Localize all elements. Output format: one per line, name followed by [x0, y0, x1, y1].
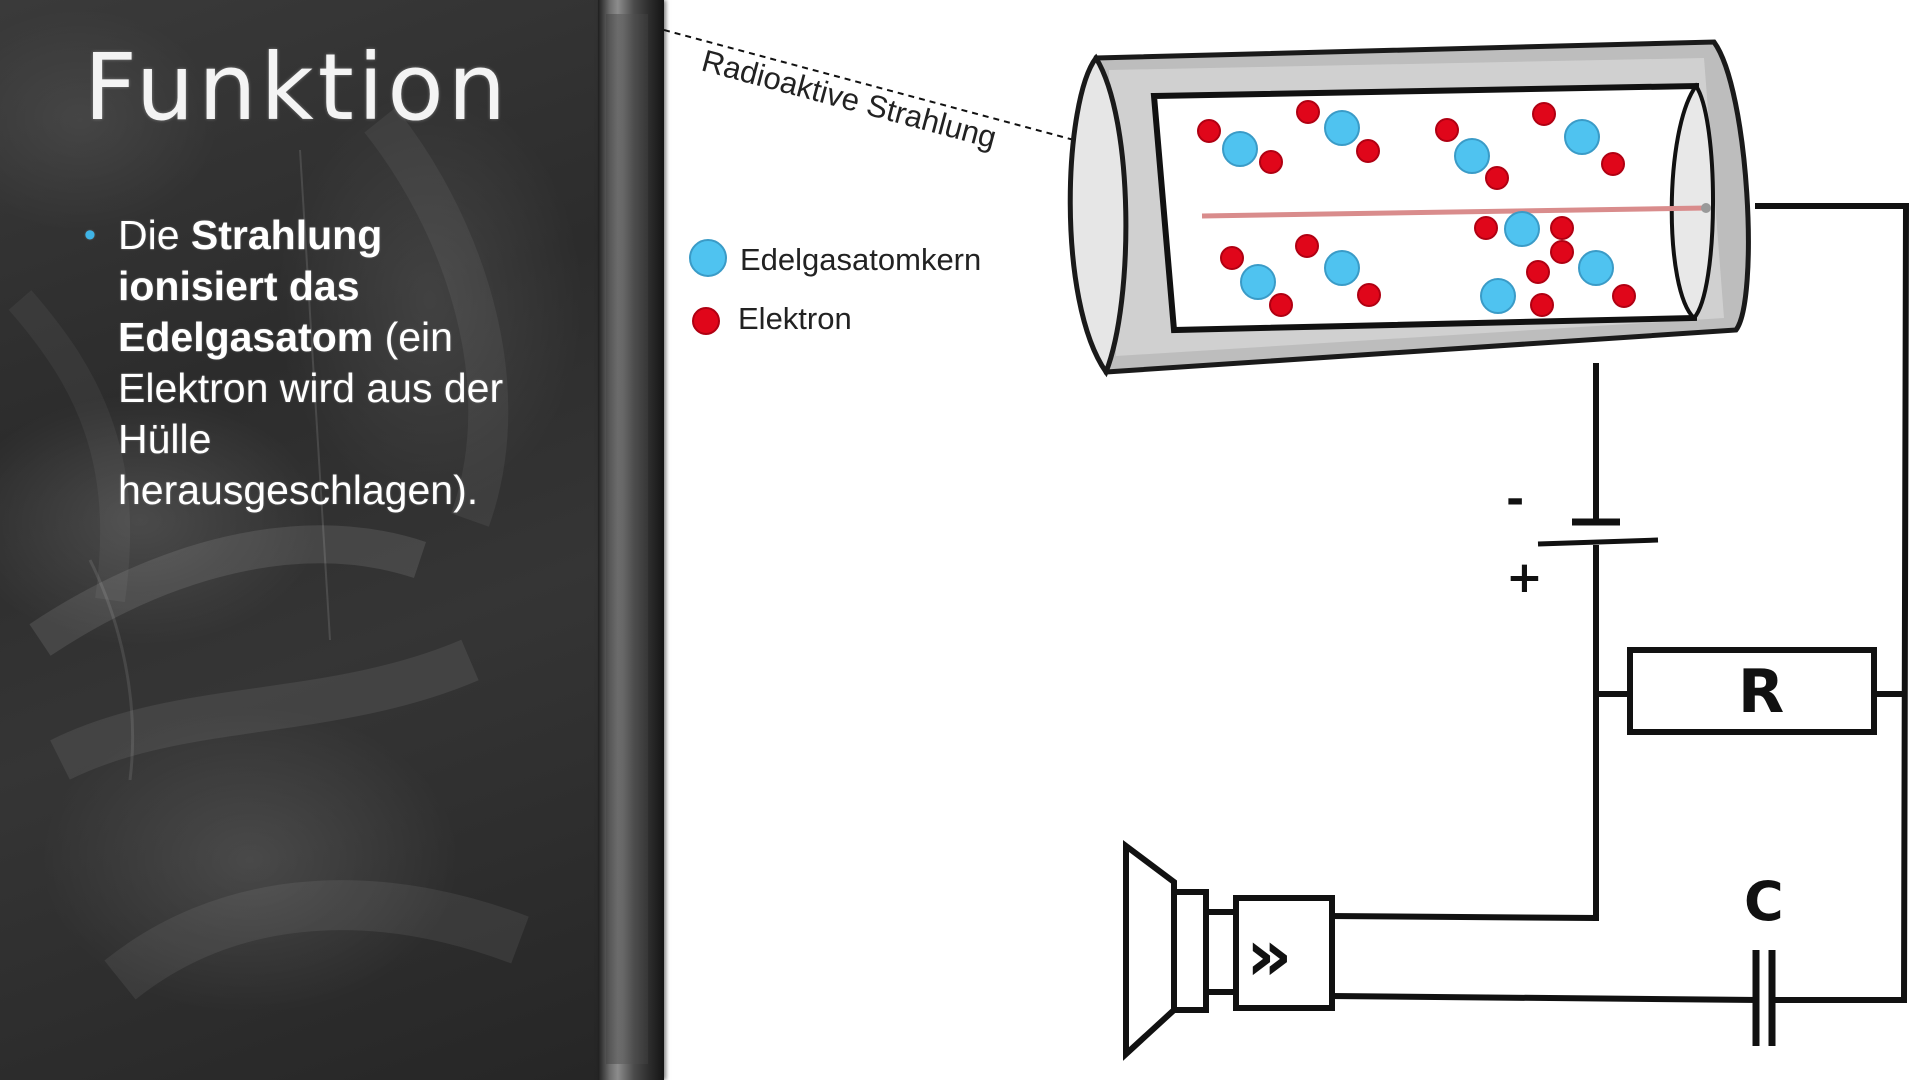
- slide-title: Funktion: [84, 34, 511, 141]
- resistor: [1627, 647, 1877, 735]
- nucleus-particle: [1454, 138, 1490, 174]
- chalk-texture: [8, 107, 529, 1000]
- amplifier-symbol-icon: »: [1246, 913, 1293, 997]
- nucleus-particle: [1324, 250, 1360, 286]
- circuit-wires: [1328, 203, 1910, 1004]
- battery-minus-label: -: [1506, 474, 1524, 525]
- geiger-counter-diagram: Radioaktive Strahlung Edelgasatomkern El…: [664, 0, 1920, 1080]
- electron-particle: [1612, 284, 1636, 308]
- electron-particle: [1356, 139, 1380, 163]
- electron-particle: [1295, 234, 1319, 258]
- electron-particle: [1269, 293, 1293, 317]
- diagram-canvas: Radioaktive Strahlung Edelgasatomkern El…: [664, 29, 1910, 1061]
- bullet-point: • Die Strahlung ionisiert das Edelgasato…: [84, 210, 524, 516]
- wire-to-amplifier: [1328, 912, 1600, 922]
- tube-left-cap: [1067, 53, 1129, 378]
- tube-right-cap: [1669, 82, 1715, 321]
- chalkboard-panel: Funktion • Die Strahlung ionisiert das E…: [0, 0, 598, 1080]
- speaker-magnet: [1171, 889, 1209, 1013]
- bullet-text-bold: Strahlung ionisiert das Edelgasatom: [118, 212, 383, 360]
- legend-electron-icon: [692, 307, 720, 335]
- board-frame-highlight: [606, 14, 648, 1064]
- nucleus-particle: [1564, 119, 1600, 155]
- electron-particle: [1357, 283, 1381, 307]
- battery-plus-label: +: [1506, 552, 1543, 603]
- nucleus-particle: [1578, 250, 1614, 286]
- speaker-coil: [1203, 909, 1239, 995]
- legend-nucleus-icon: [689, 239, 727, 277]
- anode-wire: [1201, 205, 1707, 219]
- radiation-label: Radioaktive Strahlung: [698, 43, 1000, 155]
- particles-group: [1197, 100, 1636, 317]
- resistor-label: R: [1738, 657, 1784, 727]
- bullet-text-part1: Die: [118, 212, 191, 258]
- legend-electron-label: Elektron: [738, 301, 852, 336]
- electron-particle: [1220, 246, 1244, 270]
- nucleus-particle: [1324, 110, 1360, 146]
- bullet-text: Die Strahlung ionisiert das Edelgasatom …: [118, 210, 524, 516]
- anode-contact: [1701, 203, 1711, 213]
- nucleus-particle: [1480, 278, 1516, 314]
- electron-particle: [1550, 240, 1574, 264]
- electron-particle: [1197, 119, 1221, 143]
- nucleus-particle: [1222, 131, 1258, 167]
- battery-positive-plate: [1537, 537, 1659, 547]
- electron-particle: [1485, 166, 1509, 190]
- electron-particle: [1259, 150, 1283, 174]
- nucleus-particle: [1504, 211, 1540, 247]
- wire-right: [1755, 203, 1910, 1003]
- electron-particle: [1601, 152, 1625, 176]
- electron-particle: [1526, 260, 1550, 284]
- bullet-dot-icon: •: [84, 216, 96, 254]
- electron-particle: [1532, 102, 1556, 126]
- electron-particle: [1296, 100, 1320, 124]
- electron-particle: [1530, 293, 1554, 317]
- wire-bottom: [1328, 992, 1760, 1004]
- electron-particle: [1550, 216, 1574, 240]
- speaker-cone: [1123, 840, 1177, 1061]
- amplifier: [1233, 895, 1335, 1011]
- electron-particle: [1435, 118, 1459, 142]
- nucleus-particle: [1240, 264, 1276, 300]
- legend-nucleus-label: Edelgasatomkern: [740, 242, 981, 277]
- capacitor-label: C: [1744, 870, 1784, 933]
- electron-particle: [1474, 216, 1498, 240]
- bullet-text-part2: (ein Elektron wird aus der Hülle herausg…: [118, 314, 504, 513]
